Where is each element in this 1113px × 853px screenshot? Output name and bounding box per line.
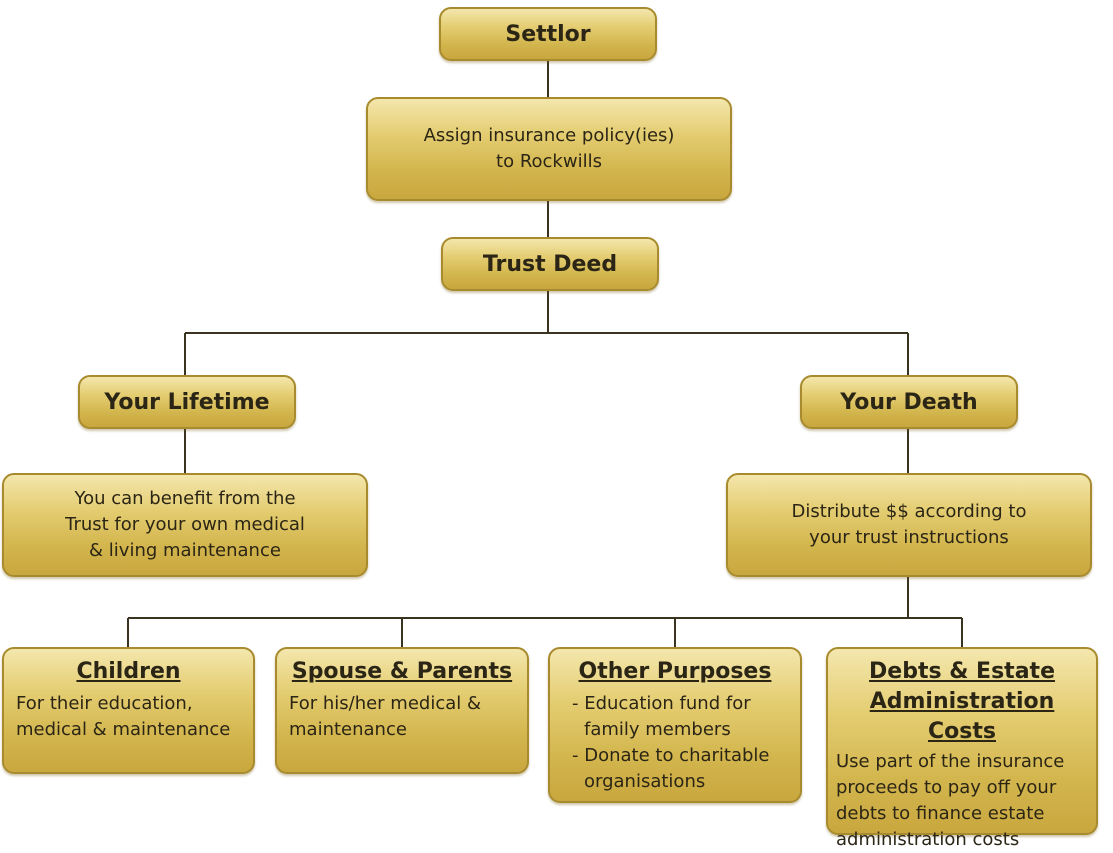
distribute-line-1: Distribute $$ according to — [791, 501, 1027, 522]
distribute-line-2: your trust instructions — [809, 527, 1009, 548]
debts-estate-heading: Debts & Estate Administration Costs — [836, 657, 1088, 747]
your-death-label: Your Death — [840, 389, 978, 415]
debts-heading-line-2: Administration Costs — [869, 689, 1055, 744]
other-purposes-list: Education fund for family members Donate… — [562, 691, 788, 795]
other-purposes-box: Other Purposes Education fund for family… — [548, 647, 802, 803]
your-death-box: Your Death — [800, 375, 1018, 429]
lifetime-benefit-box: You can benefit from the Trust for your … — [2, 473, 368, 577]
children-box: Children For their education, medical & … — [2, 647, 255, 774]
assign-line-1: Assign insurance policy(ies) — [423, 125, 675, 146]
debts-desc-line-1: Use part of the insurance — [836, 751, 1065, 772]
trust-deed-label: Trust Deed — [482, 251, 618, 277]
spouse-parents-description: For his/her medical & maintenance — [289, 691, 515, 743]
children-heading: Children — [76, 659, 181, 684]
distribute-box: Distribute $$ according to your trust in… — [726, 473, 1092, 577]
lifetime-benefit-line-3: & living maintenance — [89, 540, 281, 561]
lifetime-benefit-line-2: Trust for your own medical — [65, 514, 305, 535]
your-lifetime-box: Your Lifetime — [78, 375, 296, 429]
debts-estate-description: Use part of the insurance proceeds to pa… — [836, 749, 1088, 853]
debts-estate-box: Debts & Estate Administration Costs Use … — [826, 647, 1098, 850]
settlor-label: Settlor — [505, 21, 591, 47]
your-lifetime-label: Your Lifetime — [104, 389, 270, 415]
spouse-parents-box: Spouse & Parents For his/her medical & m… — [275, 647, 529, 774]
settlor-box: Settlor — [439, 7, 657, 61]
debts-desc-line-4: administration costs — [836, 829, 1020, 850]
assign-line-2: to Rockwills — [496, 151, 602, 172]
list-item: Education fund for family members — [572, 691, 788, 743]
spouse-desc-line-1: For his/her medical & — [289, 693, 482, 714]
children-desc-line-2: medical & maintenance — [16, 719, 231, 740]
spouse-desc-line-2: maintenance — [289, 719, 407, 740]
lifetime-benefit-line-1: You can benefit from the — [74, 488, 296, 509]
debts-desc-line-3: debts to finance estate — [836, 803, 1045, 824]
other-purposes-heading: Other Purposes — [578, 659, 772, 684]
children-desc-line-1: For their education, — [16, 693, 193, 714]
debts-heading-line-1: Debts & Estate — [869, 659, 1055, 684]
spouse-parents-heading: Spouse & Parents — [291, 659, 513, 684]
assign-policy-box: Assign insurance policy(ies) to Rockwill… — [366, 97, 732, 201]
list-item: Donate to charitable organisations — [572, 743, 788, 795]
trust-deed-box: Trust Deed — [441, 237, 659, 291]
debts-desc-line-2: proceeds to pay off your — [836, 777, 1057, 798]
children-description: For their education, medical & maintenan… — [16, 691, 241, 743]
